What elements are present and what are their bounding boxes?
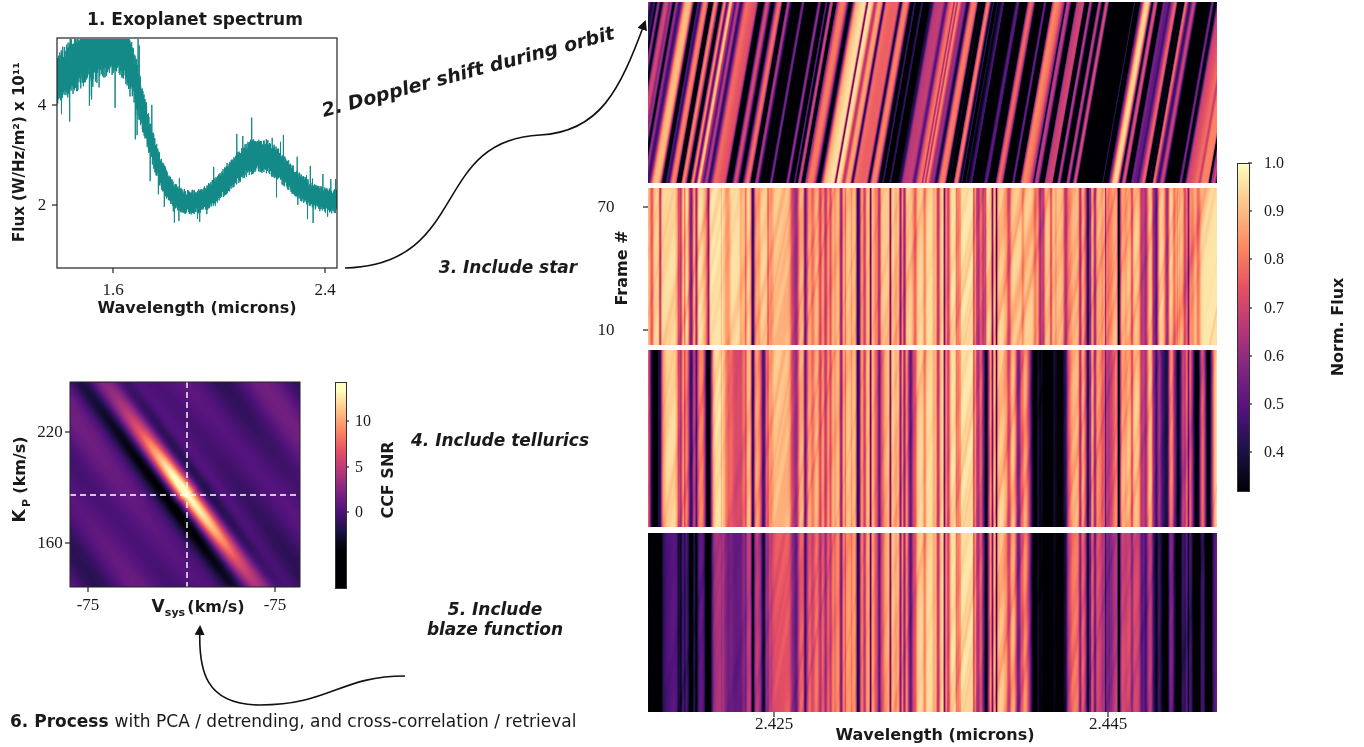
tick-label: 4 <box>38 95 47 115</box>
tick-label: 70 <box>598 197 615 217</box>
tick-label: 2 <box>38 195 47 215</box>
dashed-guide <box>70 494 300 495</box>
tick-label: -75 <box>264 595 287 615</box>
figure-label: (km/s) <box>11 436 29 493</box>
figure-label: Flux (W/Hz/m²) x 10¹¹ <box>11 62 28 242</box>
tick-label: 1.0 <box>1264 154 1284 172</box>
star-heatmap <box>648 188 1217 345</box>
tick-label: 0.8 <box>1264 250 1284 268</box>
tick-label: 2.445 <box>1089 714 1127 734</box>
figure-label: 1. Exoplanet spectrum <box>87 10 303 30</box>
figure-label: Wavelength (microns) <box>97 299 296 317</box>
figure-label: (km/s) <box>187 598 244 616</box>
figure-label: Wavelength (microns) <box>835 726 1034 744</box>
tick-label: 160 <box>37 533 63 553</box>
ccf-map <box>70 382 300 587</box>
flow-arrow <box>200 627 405 705</box>
tick-label: 10 <box>598 320 615 340</box>
axis-ticks <box>52 105 1252 717</box>
spectrum-curve <box>58 39 337 223</box>
figure-label: 4. Include tellurics <box>411 431 589 451</box>
figure-label: with PCA / detrending, and cross-correla… <box>115 712 577 732</box>
figure-label: 3. Include star <box>439 258 577 278</box>
tick-label: 2.4 <box>314 280 335 300</box>
spectrum-plot <box>58 39 337 223</box>
tick-label: 0.9 <box>1264 202 1284 220</box>
figure-label: Norm. Flux <box>1329 278 1347 377</box>
snr-colorbar <box>335 382 347 589</box>
tick-label: 2.425 <box>755 714 793 734</box>
flux-colorbar <box>1237 163 1250 492</box>
figure-label: 6. Process <box>10 712 109 732</box>
tick-label: 0.7 <box>1264 298 1284 316</box>
tick-label: 0.5 <box>1264 395 1284 413</box>
figure-label: P <box>21 499 34 507</box>
figure-label: Frame # <box>613 230 631 305</box>
tick-label: 0 <box>355 503 363 521</box>
tick-label: 0.4 <box>1264 443 1284 461</box>
figure-label: K <box>10 509 30 522</box>
tick-label: 1.6 <box>102 280 123 300</box>
figure-label: sys <box>165 607 185 620</box>
figure-label: 2. Doppler shift during orbit <box>319 22 617 121</box>
figure-label: V <box>151 597 164 617</box>
figure-label: CCF SNR <box>379 441 397 518</box>
tick-label: 220 <box>37 422 63 442</box>
blaze-heatmap <box>648 533 1217 712</box>
dashed-guide <box>186 382 187 587</box>
telluric-heatmap <box>648 350 1217 527</box>
tick-label: 0.6 <box>1264 347 1284 365</box>
tick-label: -75 <box>77 595 100 615</box>
figure-label: 5. Include blaze function <box>420 600 570 639</box>
tick-label: 10 <box>355 412 371 430</box>
doppler-heatmap <box>648 2 1217 183</box>
tick-label: 5 <box>355 458 363 476</box>
ccf-axes <box>70 382 300 587</box>
spectrum-axes <box>57 38 337 268</box>
